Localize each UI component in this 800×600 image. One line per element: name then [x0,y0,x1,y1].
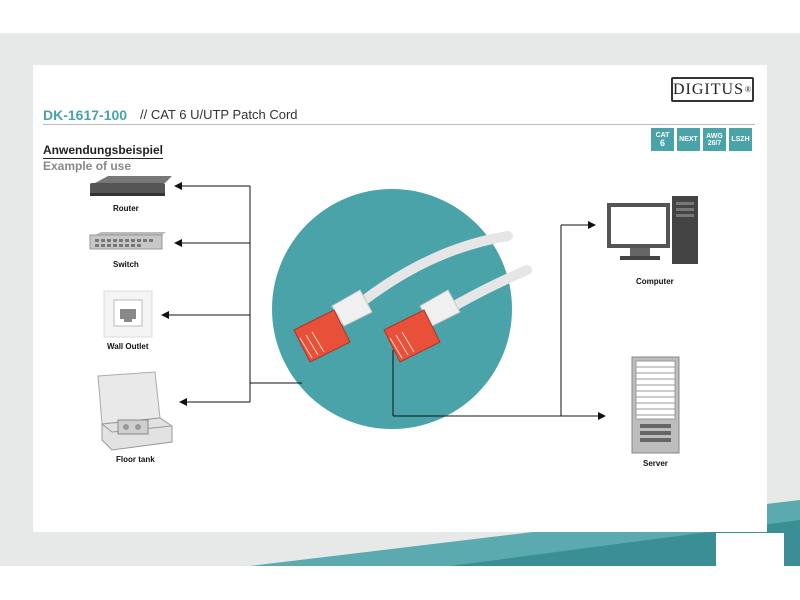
wall-outlet-icon [103,290,153,338]
router-label: Router [113,204,139,213]
server-label: Server [643,459,668,468]
badge-line: CAT [655,131,670,139]
badge-line: LSZH [731,136,750,143]
lszh-badge: LSZH [729,128,752,151]
patch-cable [293,231,532,363]
router-icon [90,176,172,196]
server-icon [631,356,680,454]
spec-badges: CAT 6 NEXT AWG 26/7 LSZH [651,128,752,151]
badge-line: AWG [706,132,723,140]
product-code: DK-1617-100 [43,107,128,123]
rj45-connector-right [383,309,441,363]
header-divider [43,124,755,125]
floor-tank-label: Floor tank [116,455,155,464]
center-circle [272,189,512,429]
heading-german: Anwendungsbeispiel [43,143,164,159]
rj45-connector-left [293,309,351,363]
badge-line: NEXT [679,136,698,143]
badge-line: 26/7 [707,139,722,147]
computer-label: Computer [636,277,674,286]
floor-tank-icon [97,371,173,451]
computer-icon [607,196,698,264]
badge-line: 6 [659,137,665,148]
wall-outlet-label: Wall Outlet [107,342,149,351]
registered-mark: ® [744,85,753,94]
heading-english: Example of use [43,159,132,173]
corner-block [716,533,784,566]
cat6-badge: CAT 6 [651,128,674,151]
product-name: // CAT 6 U/UTP Patch Cord [140,107,298,122]
logo-text: DIGITUS [672,80,744,98]
left-connection-lines [161,182,302,406]
switch-label: Switch [113,260,139,269]
right-connection-lines [392,221,606,420]
switch-icon [89,232,166,250]
awg-badge: AWG 26/7 [703,128,726,151]
next-badge: NEXT [677,128,700,151]
digitus-logo: DIGITUS® [671,77,754,102]
